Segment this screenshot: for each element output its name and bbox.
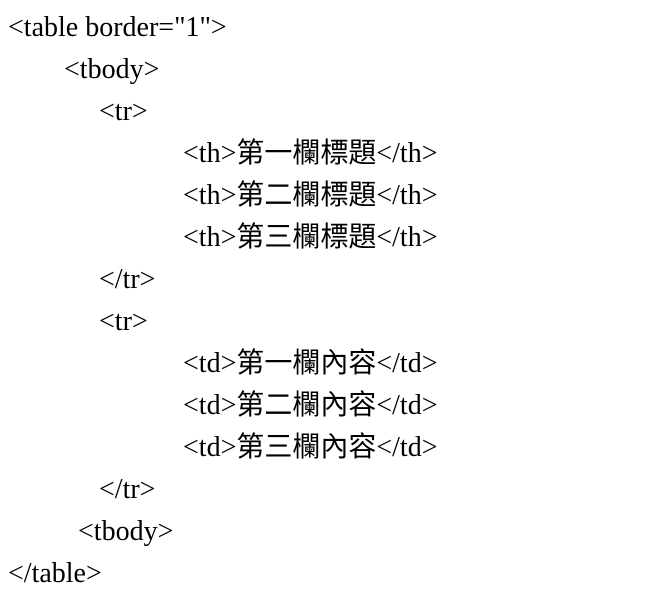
code-line: </table>	[8, 558, 102, 589]
code-line: <th>第二欄標題</th>	[8, 180, 438, 211]
code-line: </tr>	[8, 474, 156, 505]
code-line: <tbody>	[8, 54, 160, 85]
code-line: <tr>	[8, 96, 148, 127]
code-line: <th>第三欄標題</th>	[8, 222, 438, 253]
code-line: <tbody>	[8, 516, 174, 547]
code-block: <table border="1"> <tbody> <tr> <th>第一欄標…	[8, 7, 646, 595]
code-line: <table border="1">	[8, 12, 227, 43]
code-line: <tr>	[8, 306, 148, 337]
code-line: <td>第一欄內容</td>	[8, 348, 438, 379]
code-line: </tr>	[8, 264, 156, 295]
code-line: <td>第三欄內容</td>	[8, 432, 438, 463]
code-line: <th>第一欄標題</th>	[8, 138, 438, 169]
code-line: <td>第二欄內容</td>	[8, 390, 438, 421]
